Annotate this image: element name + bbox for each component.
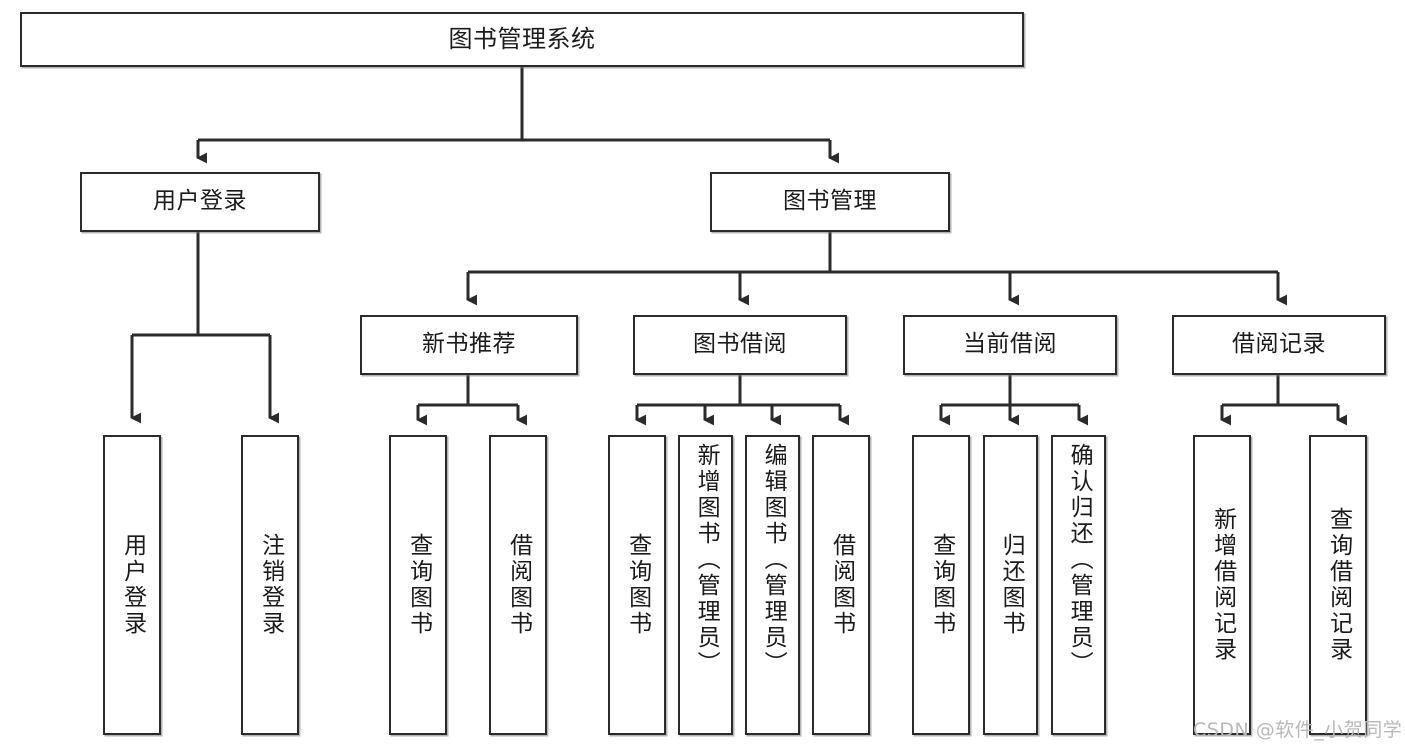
- node-book-borrow[interactable]: 图书借阅: [633, 315, 847, 375]
- node-label-user-login: 用户登录: [153, 188, 247, 215]
- node-borrow-record[interactable]: 借阅记录: [1172, 315, 1386, 375]
- watermark-csdn: CSDN @软件_小贺同学: [1193, 719, 1403, 741]
- node-leaf-add-book[interactable]: 新增图书（管理员）: [678, 435, 733, 735]
- node-label-leaf-query-book-rec: 查询图书: [405, 533, 432, 637]
- node-leaf-query-book-current[interactable]: 查询图书: [912, 435, 970, 735]
- node-label-new-book-recommend: 新书推荐: [422, 331, 516, 358]
- node-label-leaf-return-book: 归还图书: [998, 533, 1025, 637]
- node-label-leaf-query-book-borrow: 查询图书: [624, 533, 651, 637]
- node-label-leaf-user-login: 用户登录: [119, 533, 146, 637]
- node-root-system[interactable]: 图书管理系统: [20, 12, 1024, 67]
- node-leaf-confirm-return[interactable]: 确认归还（管理员）: [1051, 435, 1106, 735]
- node-leaf-borrow-book-borrow[interactable]: 借阅图书: [812, 435, 870, 735]
- node-new-book-recommend[interactable]: 新书推荐: [360, 315, 578, 375]
- node-label-leaf-query-record: 查询借阅记录: [1325, 507, 1352, 663]
- node-leaf-query-book-borrow[interactable]: 查询图书: [608, 435, 666, 735]
- node-label-leaf-logout: 注销登录: [257, 533, 284, 637]
- node-label-leaf-borrow-book-borrow: 借阅图书: [828, 533, 855, 637]
- node-leaf-return-book[interactable]: 归还图书: [983, 435, 1038, 735]
- node-label-borrow-record: 借阅记录: [1232, 331, 1326, 358]
- node-label-book-borrow: 图书借阅: [693, 331, 787, 358]
- node-user-login[interactable]: 用户登录: [80, 172, 320, 232]
- node-label-current-borrow: 当前借阅: [963, 331, 1057, 358]
- node-leaf-add-record[interactable]: 新增借阅记录: [1193, 435, 1251, 735]
- node-label-leaf-add-record: 新增借阅记录: [1209, 507, 1236, 663]
- node-leaf-query-record[interactable]: 查询借阅记录: [1309, 435, 1367, 735]
- node-label-leaf-add-book: 新增图书（管理员）: [693, 443, 720, 677]
- node-leaf-user-login[interactable]: 用户登录: [103, 435, 161, 735]
- node-leaf-logout[interactable]: 注销登录: [241, 435, 299, 735]
- node-current-borrow[interactable]: 当前借阅: [903, 315, 1117, 375]
- node-leaf-edit-book[interactable]: 编辑图书（管理员）: [745, 435, 800, 735]
- node-leaf-borrow-book-rec[interactable]: 借阅图书: [489, 435, 547, 735]
- node-label-leaf-borrow-book-rec: 借阅图书: [505, 533, 532, 637]
- node-label-leaf-query-book-current: 查询图书: [928, 533, 955, 637]
- node-label-root: 图书管理系统: [448, 25, 596, 54]
- node-label-leaf-confirm-return: 确认归还（管理员）: [1066, 443, 1093, 677]
- node-label-book-manage: 图书管理: [783, 188, 877, 215]
- node-leaf-query-book-rec[interactable]: 查询图书: [389, 435, 447, 735]
- node-label-leaf-edit-book: 编辑图书（管理员）: [760, 443, 787, 677]
- node-book-manage[interactable]: 图书管理: [710, 172, 950, 232]
